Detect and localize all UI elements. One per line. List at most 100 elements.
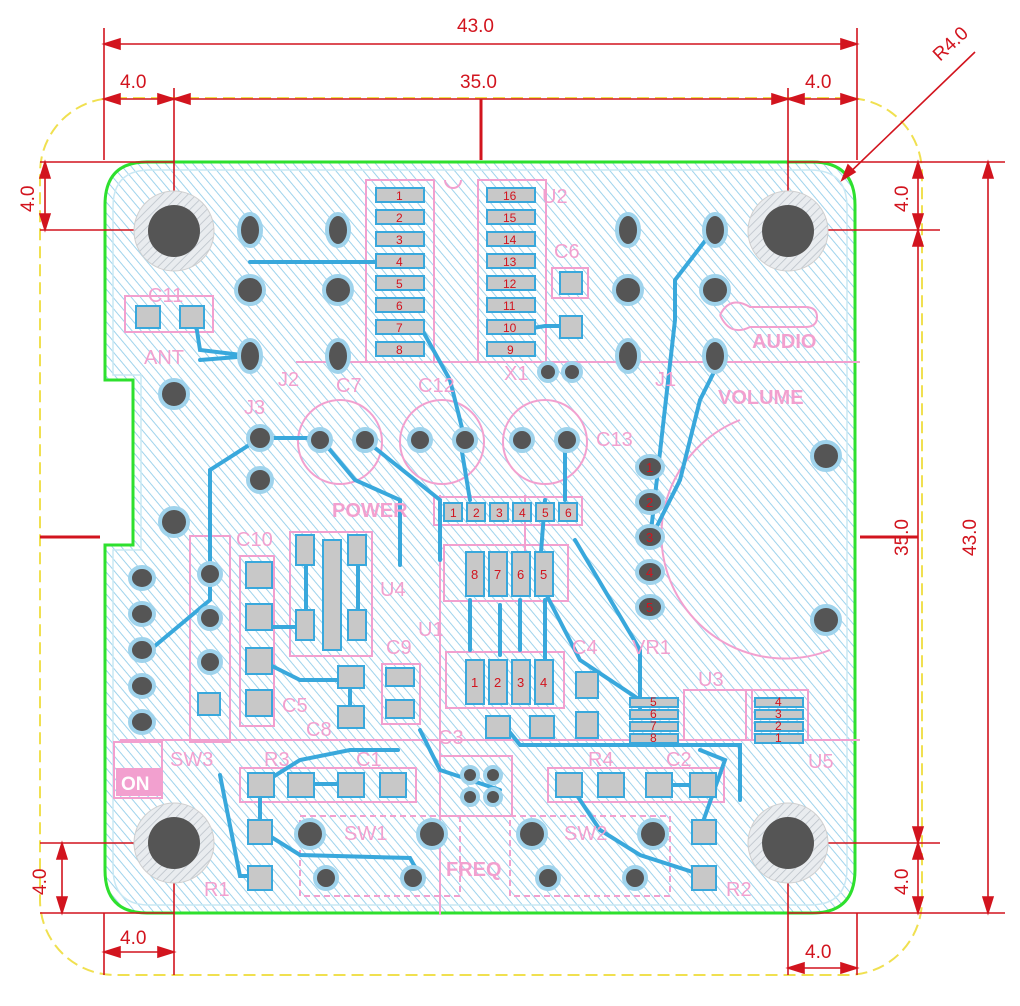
label-u1: U1 <box>418 619 444 641</box>
label-x1: X1 <box>504 363 528 385</box>
label-c11: C11 <box>148 285 183 307</box>
label-r4: R4 <box>588 749 614 771</box>
label-c1: C1 <box>356 749 382 771</box>
u5-pin-label: 2 <box>775 719 782 733</box>
through-hole-pads <box>128 212 842 891</box>
header-pin-label: 6 <box>565 506 572 520</box>
label-u2: U2 <box>542 186 568 208</box>
dim-top-total: 43.0 <box>457 16 494 37</box>
u5-pin-numbers: 4 3 2 1 <box>775 695 782 745</box>
header-pin-label: 5 <box>542 506 549 520</box>
label-volume: VOLUME <box>718 387 804 409</box>
u2-pin-label: 14 <box>503 233 517 247</box>
u1-pin-label: 5 <box>540 567 547 582</box>
label-c7: C7 <box>336 375 362 397</box>
u1-pin-label: 4 <box>540 675 547 690</box>
label-u3: U3 <box>698 669 724 691</box>
label-c4: C4 <box>572 637 598 659</box>
header-pin-label: 1 <box>450 506 457 520</box>
vr1-pin-label: 3 <box>646 530 653 545</box>
silkscreen-outlines <box>113 179 860 915</box>
label-u5: U5 <box>808 751 834 773</box>
dim-top-inner: 35.0 <box>460 72 497 93</box>
u2-pin-label: 11 <box>503 299 516 313</box>
u2-pin-label: 4 <box>396 255 403 269</box>
label-freq: FREQ <box>446 859 502 881</box>
mounting-holes <box>133 190 829 884</box>
label-c9: C9 <box>386 637 412 659</box>
u2-pin-label: 6 <box>396 299 403 313</box>
u1-pin-label: 8 <box>471 567 478 582</box>
label-c5: C5 <box>282 695 308 717</box>
u5-pin-label: 3 <box>775 707 782 721</box>
board-outline <box>103 160 857 915</box>
label-sw3: SW3 <box>170 749 213 771</box>
vr1-pin-label: 2 <box>646 495 653 510</box>
u1-pin-label: 2 <box>494 675 501 690</box>
u3-pin-label: 6 <box>650 707 657 721</box>
u2-pin-label: 8 <box>396 343 403 357</box>
label-r3: R3 <box>264 749 290 771</box>
label-c2: C2 <box>666 749 692 771</box>
u1-pin-numbers: 8 7 6 5 1 2 3 4 <box>471 567 547 690</box>
label-c12: C12 <box>418 375 455 397</box>
label-j2: J2 <box>278 369 299 391</box>
center-marks <box>40 99 918 539</box>
u5-pin-label: 4 <box>775 695 782 709</box>
inner-outline <box>112 169 848 906</box>
dim-right-total: 43.0 <box>960 519 981 556</box>
header-pin-label: 4 <box>519 506 526 520</box>
label-c10: C10 <box>236 529 273 551</box>
u2-pin-label: 9 <box>507 343 514 357</box>
u3-pin-label: 8 <box>650 731 657 745</box>
dim-left-top-offset: 4.0 <box>18 186 39 212</box>
u1-pin-label: 3 <box>517 675 524 690</box>
u3-pin-label: 7 <box>650 719 657 733</box>
copper-traces <box>148 226 742 878</box>
dim-top-left-offset: 4.0 <box>120 72 146 93</box>
label-sw1: SW1 <box>344 823 387 845</box>
label-u4: U4 <box>380 579 406 601</box>
u2-right-pin-numbers: 16 15 14 13 12 11 10 9 <box>503 189 517 357</box>
label-c3: C3 <box>438 727 464 749</box>
vr1-pin-label: 4 <box>646 565 653 580</box>
label-vr1: VR1 <box>632 637 671 659</box>
label-power: POWER <box>332 500 408 522</box>
dim-top-right-offset: 4.0 <box>805 72 831 93</box>
label-audio: AUDIO <box>752 331 816 353</box>
header-pin-label: 2 <box>473 506 480 520</box>
label-c8: C8 <box>306 719 332 741</box>
dim-bottom-left-offset: 4.0 <box>120 928 146 949</box>
u2-left-pin-numbers: 1 2 3 4 5 6 7 8 <box>396 189 403 357</box>
dim-right-bottom-offset: 4.0 <box>892 869 913 895</box>
u2-pin-label: 12 <box>503 277 517 291</box>
label-r1: R1 <box>204 879 230 901</box>
label-c6: C6 <box>554 241 580 263</box>
u1-pin-label: 7 <box>494 567 501 582</box>
u2-pin-label: 16 <box>503 189 517 203</box>
dim-corner-radius: R4.0 <box>929 23 973 66</box>
label-sw2: SW2 <box>564 823 607 845</box>
dimension-lines <box>38 28 1005 975</box>
u2-pin-label: 7 <box>396 321 403 335</box>
u2-pin-label: 2 <box>396 211 403 225</box>
dim-right-top-offset: 4.0 <box>892 186 913 212</box>
vr1-pin-label: 5 <box>646 600 653 615</box>
label-ant: ANT <box>144 347 184 369</box>
u2-pin-label: 10 <box>503 321 517 335</box>
vr1-pin-numbers: 1 2 3 4 5 <box>646 460 653 615</box>
u2-pin-label: 3 <box>396 233 403 247</box>
u3-pin-label: 5 <box>650 695 657 709</box>
u1-pin-label: 6 <box>517 567 524 582</box>
label-c13: C13 <box>596 429 633 451</box>
u2-pin-label: 5 <box>396 277 403 291</box>
dim-bottom-right-offset: 4.0 <box>805 942 831 963</box>
dim-right-inner: 35.0 <box>892 519 913 556</box>
u3-pin-numbers: 5 6 7 8 <box>650 695 657 745</box>
u2-pin-label: 1 <box>396 189 403 203</box>
header-pin-label: 3 <box>496 506 503 520</box>
vr1-pin-label: 1 <box>646 460 653 475</box>
dim-left-bottom-offset: 4.0 <box>30 869 51 895</box>
label-j3: J3 <box>244 397 265 419</box>
